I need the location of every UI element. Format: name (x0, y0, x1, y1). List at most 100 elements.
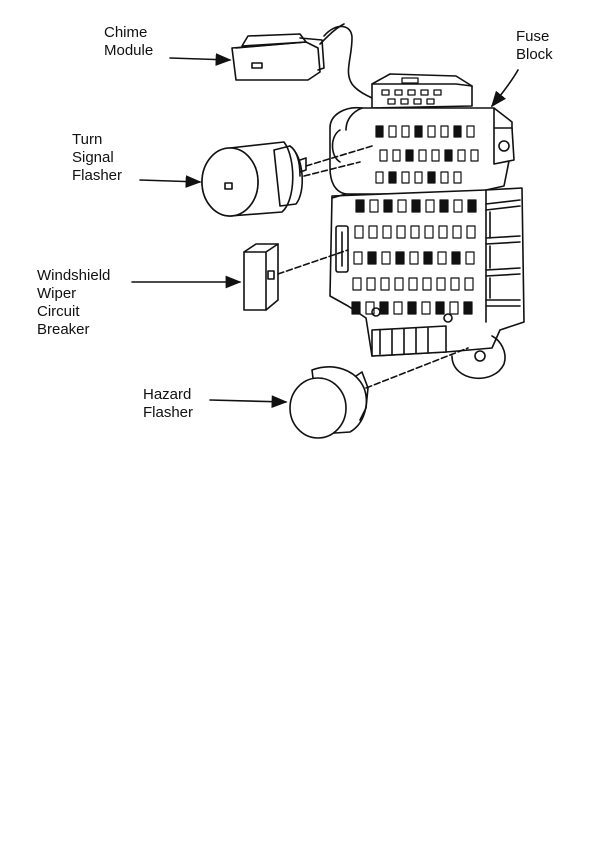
fuse-cavity (431, 149, 440, 162)
fuse-cavity (392, 149, 401, 162)
fuse-block-label-line: Block (516, 46, 553, 63)
chime-module-label-line: Chime (104, 24, 148, 41)
fuse-cavity (365, 301, 375, 315)
fuse-cavity (465, 251, 475, 265)
hazard-flasher-mount-line (365, 347, 469, 389)
fuse-cavity (452, 225, 462, 239)
chime-module-cable (323, 25, 373, 99)
fuse-cavity (467, 199, 477, 213)
turn-signal-flasher-arrow (139, 175, 202, 188)
wiper-circuit-breaker-label-line: Wiper (37, 285, 77, 302)
fuse-cavity (435, 301, 445, 315)
fuse-cavity (388, 171, 397, 184)
fuse-cavity (444, 149, 453, 162)
fuse-cavity (394, 277, 404, 291)
fuse-cavity (457, 149, 466, 162)
fuse-cavity (395, 251, 405, 265)
turn-signal-flasher-label-line: Flasher (72, 167, 123, 184)
fuse-cavity (366, 277, 376, 291)
hazard-flasher-part (289, 366, 369, 439)
fuse-cavity (411, 199, 421, 213)
fuse-cavity (410, 225, 420, 239)
fuse-cavity (451, 251, 461, 265)
fuse-block-label-line: Fuse (516, 28, 550, 45)
fuse-cavity (425, 199, 435, 213)
hazard-flasher-arrow (209, 395, 288, 409)
turn-signal-mount-line-lower (303, 161, 361, 177)
fuse-cavity (424, 225, 434, 239)
turn-signal-mount-line (305, 145, 373, 167)
turn-signal-flasher-label: Turn Signal Flasher (72, 131, 122, 185)
wiper-circuit-breaker-part (243, 243, 279, 311)
chime-module-label-line: Module (104, 42, 154, 59)
hazard-flasher-label-line: Hazard (143, 386, 192, 403)
fuse-cavity (383, 199, 393, 213)
wiper-breaker-mount-line (277, 249, 349, 275)
fuse-cavity (351, 301, 361, 315)
fuse-cavity (382, 225, 392, 239)
fuse-cavity (466, 225, 476, 239)
fuse-cavity (388, 125, 397, 138)
fuse-cavity (354, 225, 364, 239)
fuse-cavity (453, 171, 462, 184)
fuse-cavity (453, 125, 462, 138)
fuse-block-label: Fuse Block (516, 28, 553, 64)
fuse-cavity (423, 251, 433, 265)
hazard-flasher-label: Hazard Flasher (143, 386, 193, 422)
fuse-cavity (380, 277, 390, 291)
fuse-cavity (450, 277, 460, 291)
chime-module-part (231, 23, 345, 81)
fuse-cavity (407, 301, 417, 315)
wiper-circuit-breaker-label-line: Circuit (37, 303, 80, 320)
wiper-circuit-breaker-label: Windshield Wiper Circuit Breaker (37, 267, 110, 339)
fuse-cavity (438, 225, 448, 239)
fuse-cavity (405, 149, 414, 162)
fuse-cavity (401, 171, 410, 184)
fuse-cavity (440, 125, 449, 138)
fuse-cavity (437, 251, 447, 265)
fuse-cavity (470, 149, 479, 162)
fuse-cavity (463, 301, 473, 315)
turn-signal-flasher-label-line: Turn (72, 131, 103, 148)
fuse-cavity (397, 199, 407, 213)
fuse-cavity (393, 301, 403, 315)
fuse-block-arrow (491, 69, 519, 108)
wiper-circuit-breaker-label-line: Windshield (37, 267, 111, 284)
fuse-cavity (396, 225, 406, 239)
fuse-cavity (440, 171, 449, 184)
fuse-cavity (466, 125, 475, 138)
fuse-cavity (408, 277, 418, 291)
fuse-cavity (453, 199, 463, 213)
fuse-cavity (401, 125, 410, 138)
fuse-cavity (418, 149, 427, 162)
hazard-flasher-label-line: Flasher (143, 404, 194, 421)
turn-signal-flasher-part (201, 141, 307, 217)
fuse-cavity (369, 199, 379, 213)
fuse-cavity (367, 251, 377, 265)
fuse-cavity (352, 277, 362, 291)
fuse-cavity (353, 251, 363, 265)
fuse-cavity (379, 149, 388, 162)
fuse-cavity (379, 301, 389, 315)
fuse-cavity (368, 225, 378, 239)
fuse-cavity (449, 301, 459, 315)
fuse-cavity (421, 301, 431, 315)
fuse-cavity (422, 277, 432, 291)
fuse-cavity (464, 277, 474, 291)
fuse-cavity-grid (351, 125, 479, 315)
turn-signal-flasher-label-line: Signal (72, 149, 114, 166)
fuse-cavity (436, 277, 446, 291)
fuse-cavity (375, 171, 384, 184)
chime-module-arrow (169, 53, 232, 66)
fuse-cavity (414, 125, 423, 138)
fuse-cavity (355, 199, 365, 213)
fuse-cavity (439, 199, 449, 213)
wiper-circuit-breaker-label-line: Breaker (37, 321, 90, 338)
fuse-cavity (427, 125, 436, 138)
fuse-cavity (375, 125, 384, 138)
fuse-cavity (381, 251, 391, 265)
fuse-cavity (409, 251, 419, 265)
fuse-cavity (427, 171, 436, 184)
